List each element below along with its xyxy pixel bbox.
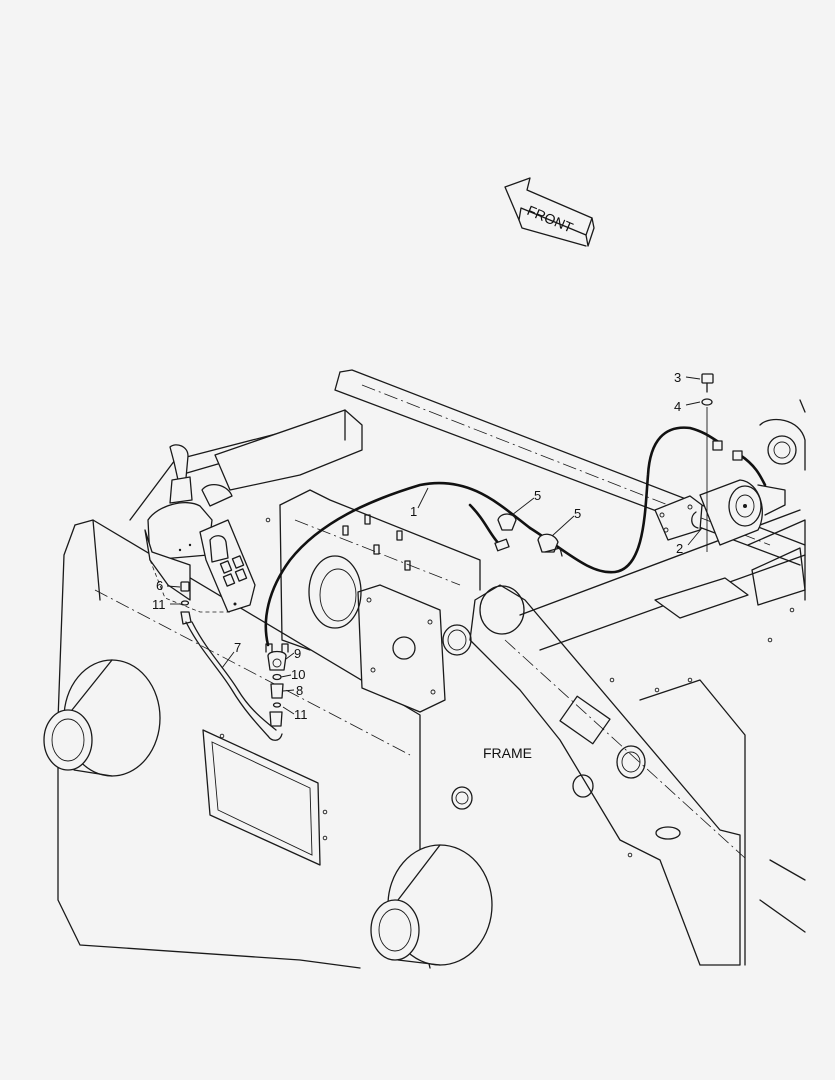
- callout-3: 3: [674, 370, 681, 385]
- callout-7: 7: [234, 640, 241, 655]
- callout-10: 10: [291, 667, 305, 682]
- callout-5a: 5: [534, 488, 541, 503]
- callout-11a: 11: [152, 597, 166, 612]
- callout-11b: 11: [294, 707, 308, 722]
- callouts: 1 2 3 4 5 5 6 7 8 9 10 11 11: [152, 370, 683, 722]
- leader-lines: [166, 376, 703, 715]
- frame-body: [43, 369, 806, 969]
- callout-5b: 5: [574, 506, 581, 521]
- callout-9: 9: [294, 646, 301, 661]
- frame-label: FRAME: [483, 745, 532, 761]
- callout-8: 8: [296, 683, 303, 698]
- callout-1: 1: [410, 504, 417, 519]
- joystick-assembly: [144, 444, 256, 613]
- wire-harness: [264, 373, 786, 647]
- front-arrow: FRONT: [504, 177, 595, 247]
- callout-4: 4: [674, 399, 681, 414]
- callout-2: 2: [676, 541, 683, 556]
- callout-6: 6: [156, 578, 163, 593]
